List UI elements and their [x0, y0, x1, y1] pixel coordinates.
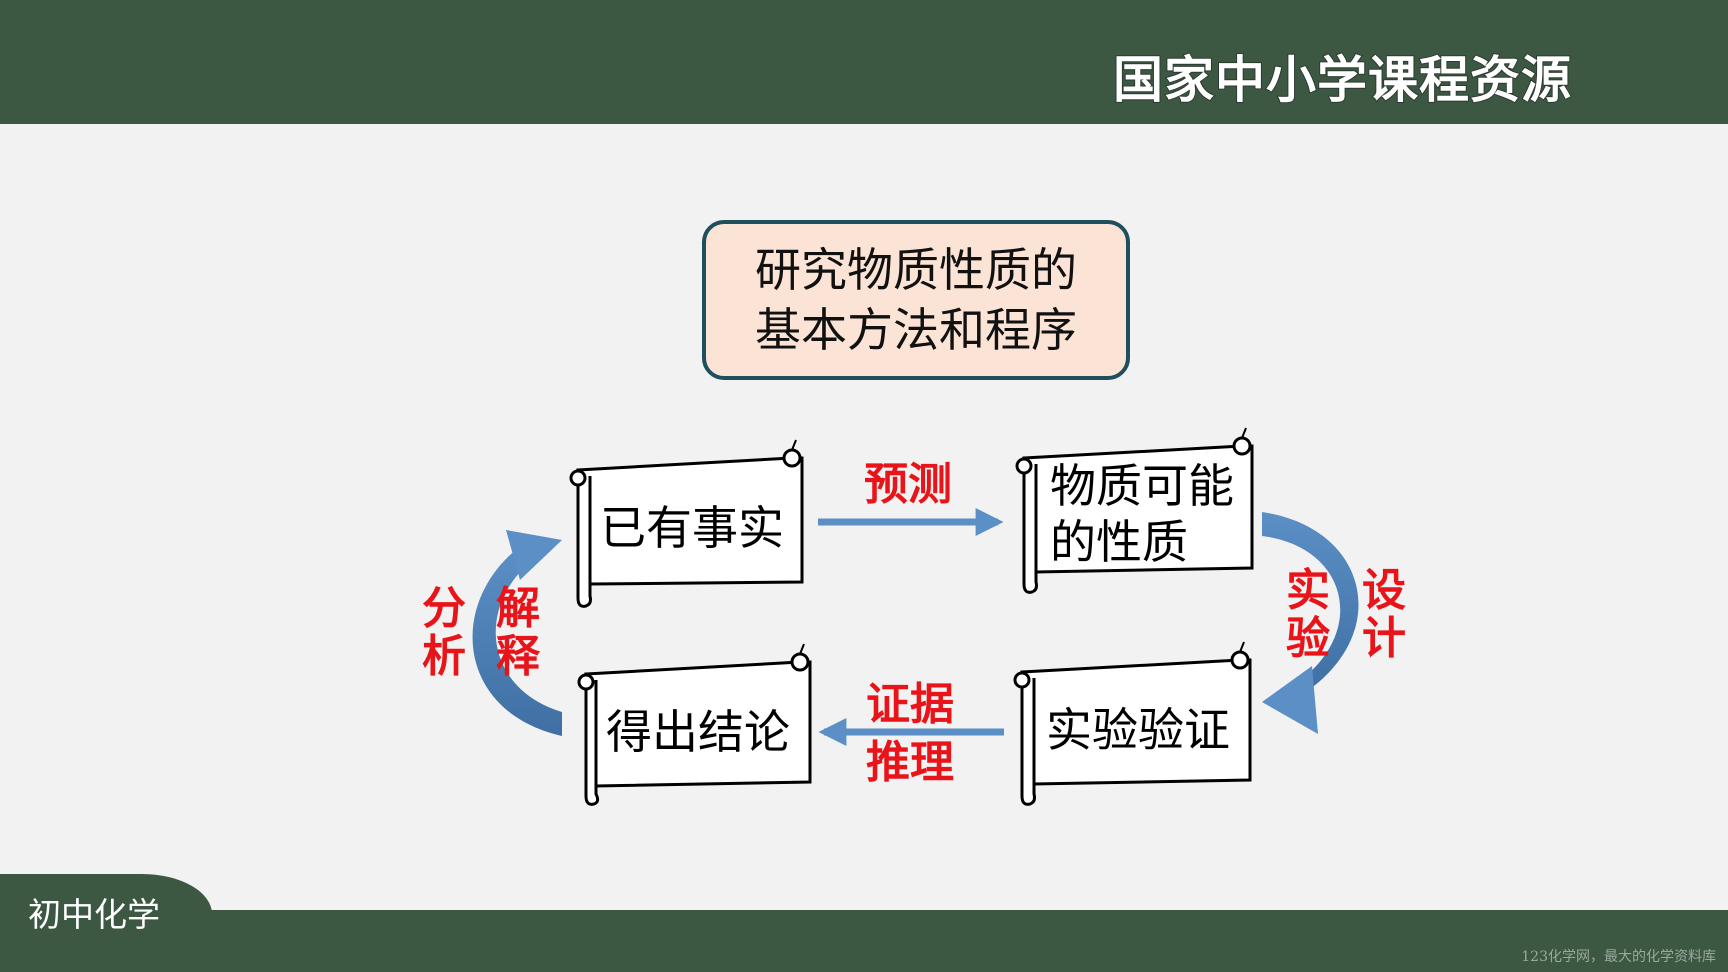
footer-tab [0, 874, 212, 972]
label-analysis-col2-top: 解 [496, 583, 540, 634]
header-bar: 国家中小学课程资源 [0, 0, 1728, 124]
title-line-1: 研究物质性质的 [755, 243, 1077, 297]
scroll-conclusion [577, 643, 812, 806]
scroll-verify [1013, 641, 1252, 806]
subject-label: 初中化学 [28, 895, 160, 934]
node-facts-text: 已有事实 [600, 501, 784, 555]
label-design-col1-top: 实 [1286, 565, 1330, 616]
brand-logo-text: 国家中小学课程资源 [1112, 50, 1572, 110]
title-line-2: 基本方法和程序 [755, 303, 1077, 357]
label-evidence-line1: 证据 [866, 679, 954, 730]
node-verify-text: 实验验证 [1046, 703, 1230, 757]
node-properties-line2: 的性质 [1050, 515, 1188, 569]
label-predict: 预测 [864, 459, 952, 510]
label-design-col2-top: 设 [1362, 565, 1406, 616]
label-design-col1-bottom: 验 [1286, 613, 1330, 664]
label-design-col2-bottom: 计 [1362, 613, 1406, 664]
node-properties-line1: 物质可能 [1050, 459, 1234, 513]
label-evidence-line2: 推理 [866, 737, 954, 788]
footer-bar [0, 910, 1728, 972]
node-conclusion-text: 得出结论 [606, 705, 790, 759]
watermark-text: 123化学网，最大的化学资料库 [1521, 949, 1716, 965]
label-analysis-col2-bottom: 释 [496, 631, 540, 682]
title-box: 研究物质性质的 基本方法和程序 [702, 220, 1130, 380]
label-analysis-col1-bottom: 析 [422, 631, 466, 682]
arrow-analysis-curve [472, 530, 562, 736]
arrow-design-curve [1262, 512, 1359, 734]
scroll-properties [1015, 427, 1254, 594]
scroll-facts [569, 439, 804, 608]
label-analysis-col1-top: 分 [422, 583, 466, 634]
